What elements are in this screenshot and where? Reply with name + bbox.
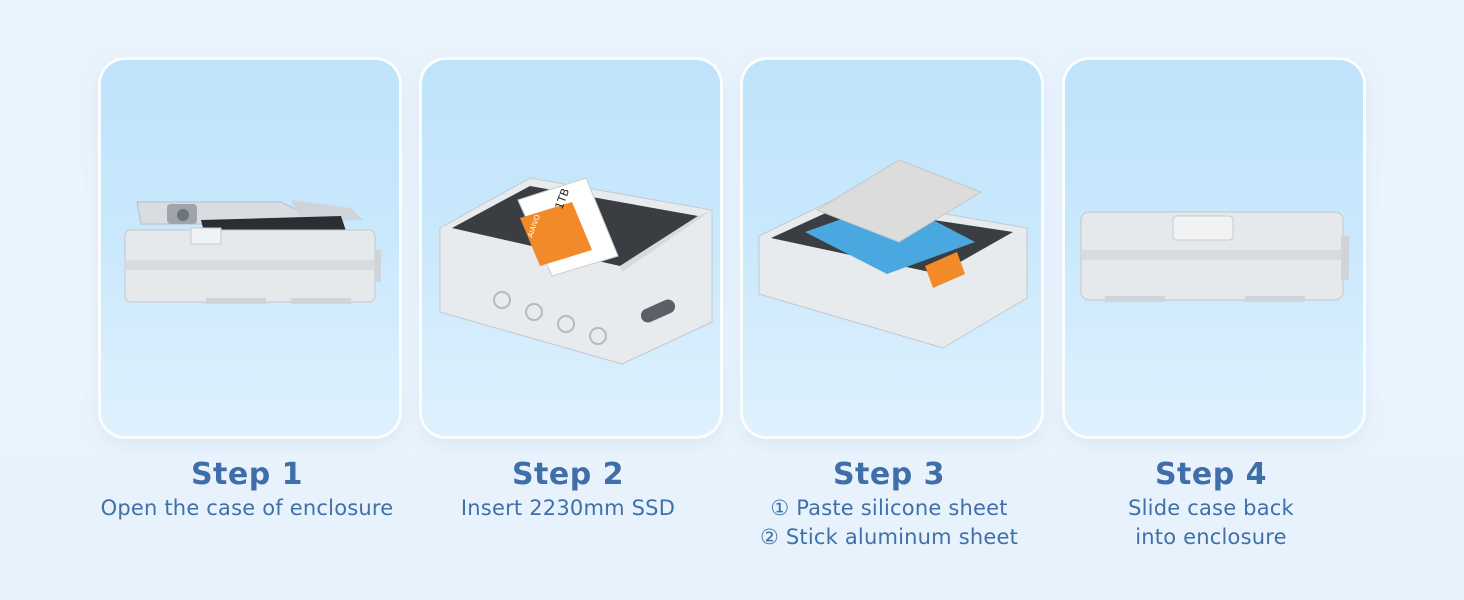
step-4-caption: Step 4 Slide case back into enclosure bbox=[1041, 456, 1381, 552]
step-4-desc-line-2: into enclosure bbox=[1135, 525, 1287, 549]
open-enclosure-illustration bbox=[124, 200, 381, 304]
step-2-title: Step 2 bbox=[511, 457, 625, 492]
step-3-card bbox=[743, 60, 1041, 436]
step-3-caption: Step 3 ① Paste silicone sheet ② Stick al… bbox=[719, 456, 1059, 552]
step-1-card bbox=[101, 60, 399, 436]
step-4-desc-line-1: Slide case back bbox=[1128, 496, 1294, 520]
usb-c-port-icon bbox=[640, 299, 676, 323]
certification-marks-icon bbox=[493, 291, 607, 345]
step-1-caption: Step 1 Open the case of enclosure bbox=[77, 456, 417, 523]
step-1-title: Step 1 bbox=[190, 457, 304, 492]
thermal-pad-illustration bbox=[758, 159, 1028, 349]
closed-enclosure-illustration bbox=[1080, 211, 1349, 302]
insert-ssd-illustration: 1TB AIAIVO bbox=[439, 177, 713, 365]
step-1-desc-line-1: Open the case of enclosure bbox=[100, 496, 394, 520]
step-4-title: Step 4 bbox=[1154, 457, 1268, 492]
step-4-card bbox=[1065, 60, 1363, 436]
step-3-desc-line-1: ① Paste silicone sheet bbox=[770, 496, 1008, 520]
step-2-card: 1TB AIAIVO bbox=[422, 60, 720, 436]
step-2-desc-line-1: Insert 2230mm SSD bbox=[460, 496, 676, 520]
step-3-desc-line-2: ② Stick aluminum sheet bbox=[759, 525, 1019, 549]
step-3-title: Step 3 bbox=[832, 457, 946, 492]
ssd-card: 1TB AIAIVO bbox=[517, 177, 619, 277]
aluminum-sheet bbox=[815, 159, 983, 243]
step-2-caption: Step 2 Insert 2230mm SSD bbox=[398, 456, 738, 523]
